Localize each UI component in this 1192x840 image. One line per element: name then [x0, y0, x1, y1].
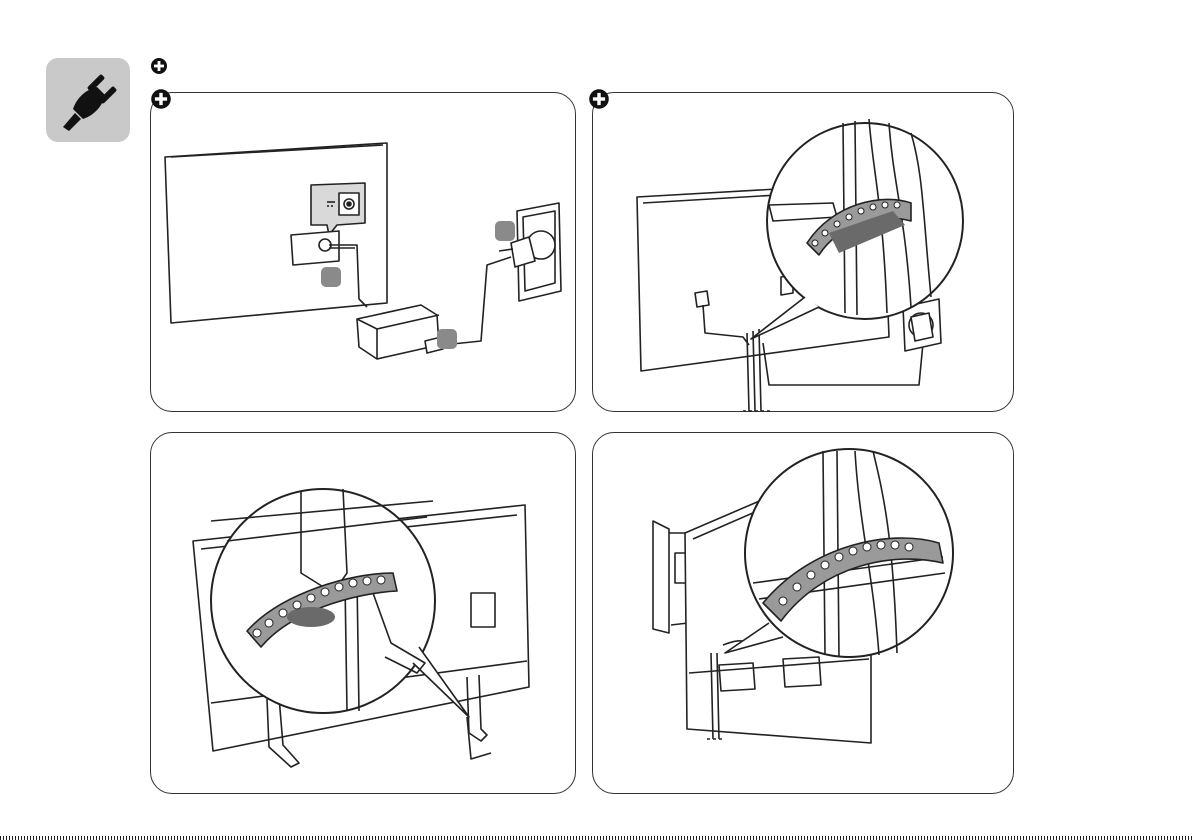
plus-circle-icon — [150, 88, 172, 110]
wall-mount-cable-tie-panel — [592, 432, 1014, 794]
stand-cable-tie-panel — [150, 432, 576, 794]
plus-circle-icon — [588, 88, 610, 110]
bottom-rule — [0, 836, 1192, 840]
step-badge — [437, 329, 457, 349]
plus-circle-icon — [150, 57, 168, 75]
power-plug-tile — [46, 58, 130, 142]
step-badge — [321, 267, 341, 287]
power-plug-icon — [53, 65, 123, 135]
cable-tie-wall-outlet-panel — [592, 92, 1014, 412]
adapter-connection-panel — [150, 92, 576, 412]
step-badge — [495, 221, 515, 241]
